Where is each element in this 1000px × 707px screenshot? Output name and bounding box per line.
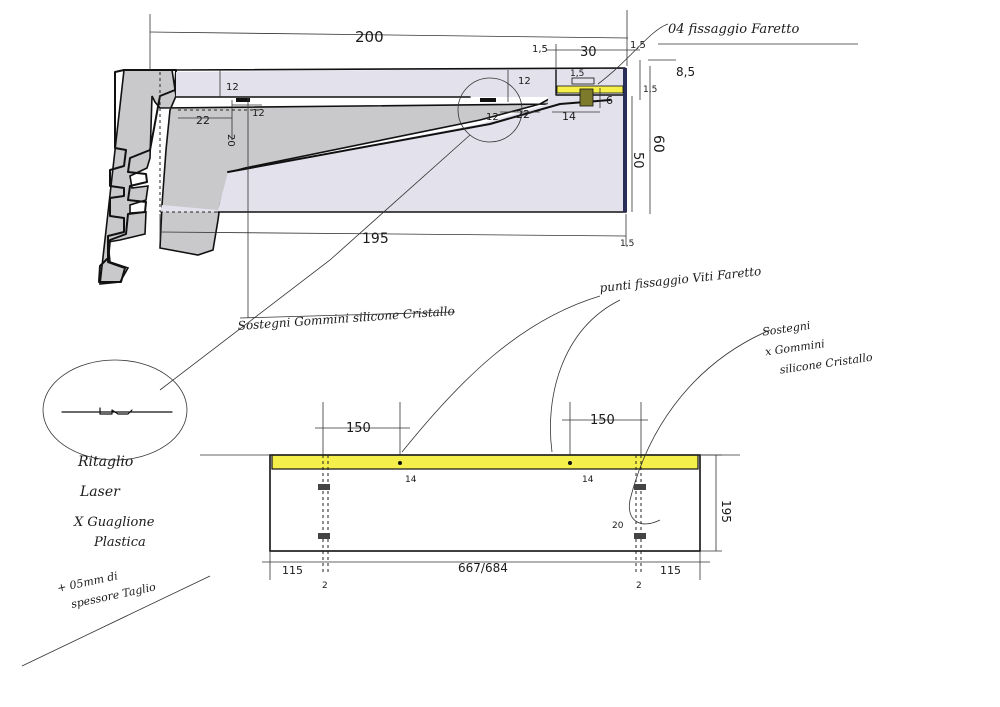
dim-left-12-a: 12 (226, 82, 239, 93)
plan-dim-150-left: 150 (346, 421, 371, 436)
dim-bottom-1-5: 1,5 (620, 239, 634, 249)
note-supports-right: Sostegni x Gommini silicone Cristallo (761, 319, 873, 377)
supports-line-2: x Gommini (764, 337, 825, 358)
plan-dim-2-right: 2 (636, 581, 642, 591)
fixing-point-left (398, 461, 402, 465)
dim-14: 14 (562, 110, 576, 123)
plan-pad-4 (634, 533, 646, 539)
dim-50: 50 (630, 152, 645, 169)
detail-line-1: Ritaglio (77, 454, 133, 470)
pad-center (480, 98, 496, 102)
plan-dim-20: 20 (612, 521, 624, 531)
dim-8-5: 8,5 (676, 65, 695, 79)
note-fixing-points: punti fissaggio Viti Faretto (599, 264, 762, 295)
dim-center-12-a: 12 (518, 76, 531, 87)
section-view: 200 1,5 30 1,5 04 fissaggio Faretto 12 1… (98, 10, 858, 391)
plan-dim-14-left: 14 (405, 475, 417, 485)
plan-dim-115-left: 115 (282, 564, 303, 577)
dim-center-12-b: 12 (486, 112, 499, 123)
bracket-comb-outline (98, 69, 177, 283)
dim-22-left: 22 (196, 114, 210, 127)
plan-pad-3 (634, 484, 646, 490)
dim-20: 20 (225, 134, 236, 147)
plan-view: 14 14 150 150 punti fissaggio Viti Faret… (200, 264, 874, 591)
dim-top-left-1-5: 1,5 (532, 44, 548, 55)
plan-dim-195: 195 (719, 500, 733, 523)
dim-22-right: 22 (516, 108, 530, 121)
dim-60: 60 (650, 135, 666, 153)
pad-left (236, 98, 250, 102)
detail-line-2: Laser (79, 484, 121, 500)
supports-line-1: Sostegni (761, 319, 811, 339)
detail-line-3: X Guaglione (73, 515, 155, 530)
plan-dim-14-right: 14 (582, 475, 594, 485)
note-fixing: 04 fissaggio Faretto (668, 22, 799, 37)
detail-ellipse (42, 359, 188, 461)
fixing-point-right (568, 461, 572, 465)
fixing-block (579, 88, 594, 107)
glass-slab (160, 68, 627, 212)
dim-top-30: 30 (580, 45, 597, 60)
dim-inner-1-5: 1,5 (570, 69, 584, 79)
plan-dim-2-left: 2 (322, 581, 328, 591)
plan-pad-1 (318, 484, 330, 490)
plan-dim-150-right: 150 (590, 413, 615, 428)
plan-pad-2 (318, 533, 330, 539)
plan-dim-center-span: 667/684 (458, 561, 508, 575)
dim-195: 195 (362, 231, 389, 247)
detail-circle (457, 77, 523, 143)
dim-overall-width: 200 (355, 28, 384, 46)
note-supports: Sostegni Gommini silicone Cristallo (237, 304, 455, 333)
bracket-body (99, 69, 557, 285)
dim-left-12-b: 12 (252, 108, 265, 119)
plan-dim-115-right: 115 (660, 564, 681, 577)
dim-6: 6 (606, 94, 613, 107)
glass-edge (623, 68, 627, 212)
light-strip-plan (271, 454, 699, 470)
detail-ellipse-group: Ritaglio Laser X Guaglione Plastica + 05… (21, 359, 211, 667)
detail-line-4: Plastica (93, 535, 146, 550)
detail-note: Ritaglio Laser X Guaglione Plastica + 05… (56, 454, 157, 611)
dim-top-right-1-5: 1,5 (630, 40, 646, 51)
